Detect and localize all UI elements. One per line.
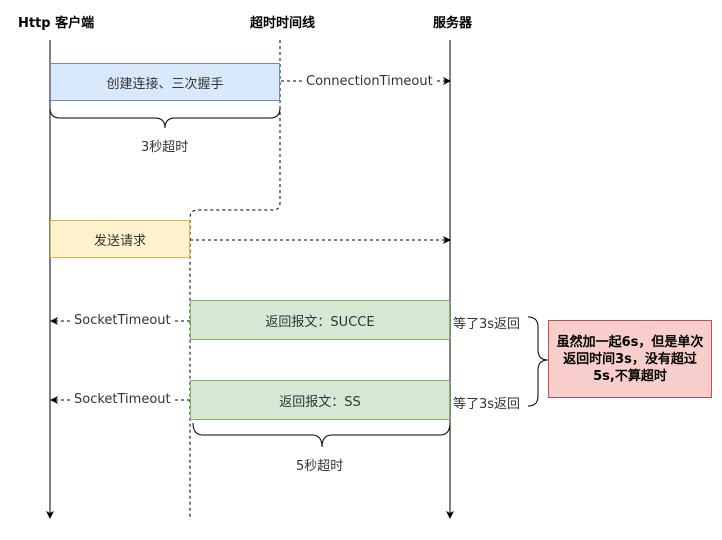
wait-label-2: 等了3s返回 [453, 393, 521, 412]
connection-timeout-label: ConnectionTimeout [304, 74, 435, 89]
timeline-path [189, 40, 281, 520]
server-header: 服务器 [433, 16, 473, 31]
note-line-3: 5s,不算超时 [593, 368, 667, 384]
wait-brace [527, 316, 549, 407]
brace-5s-label: 5秒超时 [296, 455, 344, 474]
client-header: Http 客户端 [18, 16, 95, 31]
note-line-1: 虽然加一起6s，但是单次 [556, 334, 704, 350]
socket-timeout-label-1: SocketTimeout [71, 313, 174, 328]
wait-label-1: 等了3s返回 [453, 313, 521, 332]
brace-3s-label: 3秒超时 [141, 136, 189, 155]
note-box: 虽然加一起6s，但是单次 返回时间3s，没有超过 5s,不算超时 [548, 320, 712, 398]
socket-timeout-label-2: SocketTimeout [71, 392, 174, 407]
response2-box: 返回报文：SS [190, 380, 450, 420]
brace-5s [192, 422, 451, 448]
response1-box: 返回报文：SUCCE [190, 300, 450, 340]
request-box: 发送请求 [50, 220, 190, 258]
brace-3s [49, 107, 281, 129]
note-line-2: 返回时间3s，没有超过 [563, 351, 697, 367]
timeline-header: 超时时间线 [250, 16, 316, 31]
connect-box: 创建连接、三次握手 [50, 63, 280, 101]
